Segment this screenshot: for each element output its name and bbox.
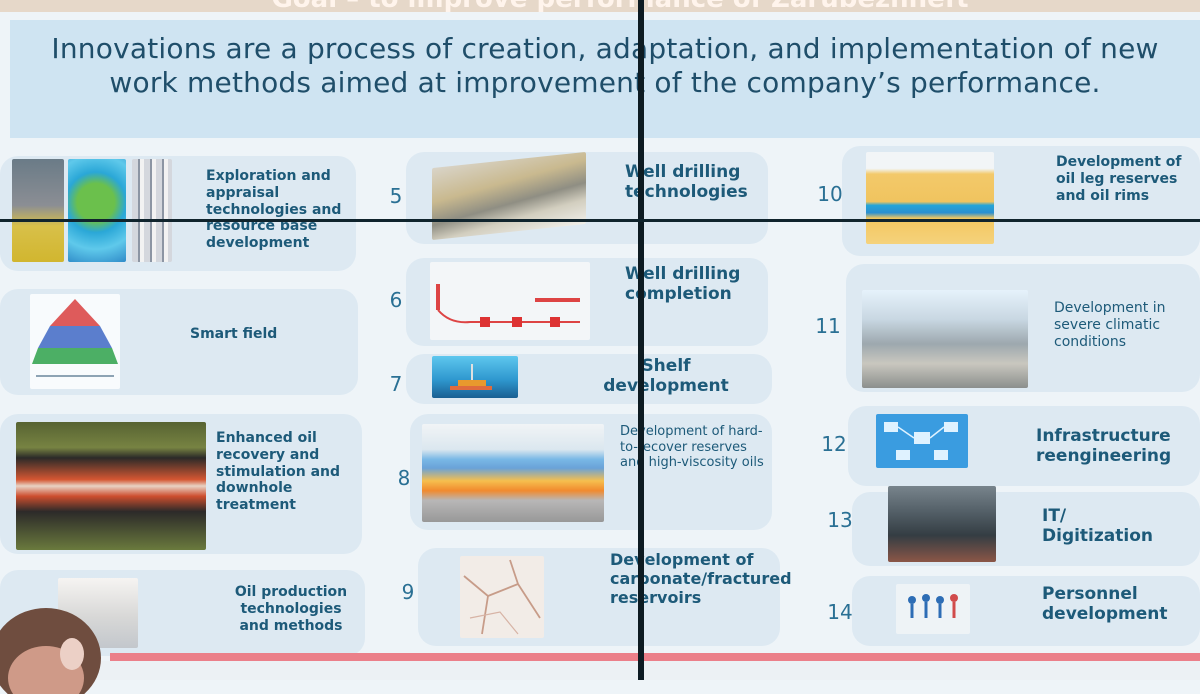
label-personnel: Personnel development <box>1042 584 1168 625</box>
label-it: IT/ Digitization <box>1042 506 1153 547</box>
num-6: 6 <box>389 288 403 312</box>
label-eor: Enhanced oil recovery and stimulation an… <box>216 430 341 514</box>
person-head-image <box>0 584 118 694</box>
smart-field-image <box>30 294 120 389</box>
screen-seam-horizontal <box>0 219 1200 222</box>
eor-image <box>16 422 206 550</box>
label-climate: Development in severe climatic condition… <box>1054 300 1166 350</box>
bottom-strip <box>0 661 1200 680</box>
personnel-image <box>896 584 970 634</box>
network-icon <box>884 422 958 460</box>
num-10: 10 <box>817 182 843 206</box>
label-oil-leg: Development of oil leg reserves and oil … <box>1056 154 1182 204</box>
num-9: 9 <box>401 580 415 604</box>
infrastructure-image <box>876 414 968 468</box>
num-13: 13 <box>827 508 853 532</box>
label-shelf: Shelf development <box>603 356 729 397</box>
label-well-completion: Well drilling completion <box>625 264 741 305</box>
screen-seam-vertical <box>638 0 644 680</box>
label-hard-to-recover: Development of hard-to-recover reserves … <box>620 424 764 471</box>
fracture-icon <box>463 559 541 635</box>
label-smart-field: Smart field <box>190 326 278 342</box>
climate-image <box>862 290 1028 388</box>
definition-line-2: work methods aimed at improvement of the… <box>109 66 1101 99</box>
top-title-strip: Goal – to improve performance of Zarubez… <box>0 0 1200 12</box>
bottom-accent-line <box>110 653 1200 661</box>
oil-leg-image <box>866 152 994 244</box>
hard-to-recover-image <box>422 424 604 522</box>
completion-diagram-icon <box>436 284 580 327</box>
num-8: 8 <box>397 466 411 490</box>
rig-icon <box>450 364 492 390</box>
exploration-log-image <box>132 159 172 262</box>
people-icon <box>908 594 958 618</box>
num-7: 7 <box>389 372 403 396</box>
well-completion-image <box>430 262 590 340</box>
num-11: 11 <box>815 314 841 338</box>
num-14: 14 <box>827 600 853 624</box>
label-oil-production: Oil production technologies and methods <box>234 584 348 634</box>
carbonate-image <box>460 556 544 638</box>
label-exploration: Exploration and appraisal technologies a… <box>206 168 342 252</box>
label-infrastructure: Infrastructure reengineering <box>1036 426 1172 467</box>
exploration-core-image <box>12 159 64 262</box>
shelf-image <box>432 356 518 398</box>
exploration-map-image <box>68 159 126 262</box>
person-head-icon <box>0 608 101 694</box>
pyramid-icon <box>32 299 118 377</box>
it-image <box>888 486 996 562</box>
definition-line-1: Innovations are a process of creation, a… <box>51 32 1159 65</box>
label-carbonate: Development of carbonate/fractured reser… <box>610 550 792 608</box>
num-5: 5 <box>389 184 403 208</box>
label-well-drilling: Well drilling technologies <box>625 162 748 203</box>
top-title-text: Goal – to improve performance of Zarubez… <box>170 0 1070 12</box>
num-12: 12 <box>821 432 847 456</box>
definition-banner: Innovations are a process of creation, a… <box>10 20 1200 138</box>
